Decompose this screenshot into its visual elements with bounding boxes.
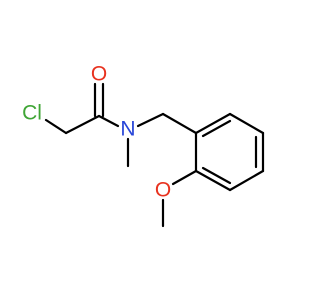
carbonyl-oxygen-atom-label: O	[91, 63, 107, 86]
ring-bond-1	[194, 112, 232, 135]
methoxy-oxygen-atom-label: O	[155, 179, 171, 202]
bonds	[44, 82, 265, 228]
ring-inner-double-3	[201, 166, 232, 185]
bond-benzyl-ring	[161, 112, 198, 135]
atom-labels: Cl O N O	[22, 63, 171, 202]
ring-bond-4	[228, 169, 265, 192]
ring-bond-2	[228, 112, 265, 135]
bond-ring-methoxy-o	[171, 169, 198, 186]
chlorine-atom-label: Cl	[22, 102, 42, 125]
bond-ch2-carbonyl	[64, 114, 101, 135]
amide-nitrogen-atom-label: N	[120, 118, 135, 141]
bond-carbonyl-n	[97, 114, 120, 128]
bond-cl-ch2	[44, 118, 68, 135]
molecule-structure: Cl O N O	[22, 63, 265, 228]
ring-inner-double-1	[201, 119, 232, 138]
structure-canvas: Cl O N O	[22, 63, 265, 228]
bond-n-benzyl	[136, 112, 165, 128]
ring-bond-5	[194, 169, 232, 192]
